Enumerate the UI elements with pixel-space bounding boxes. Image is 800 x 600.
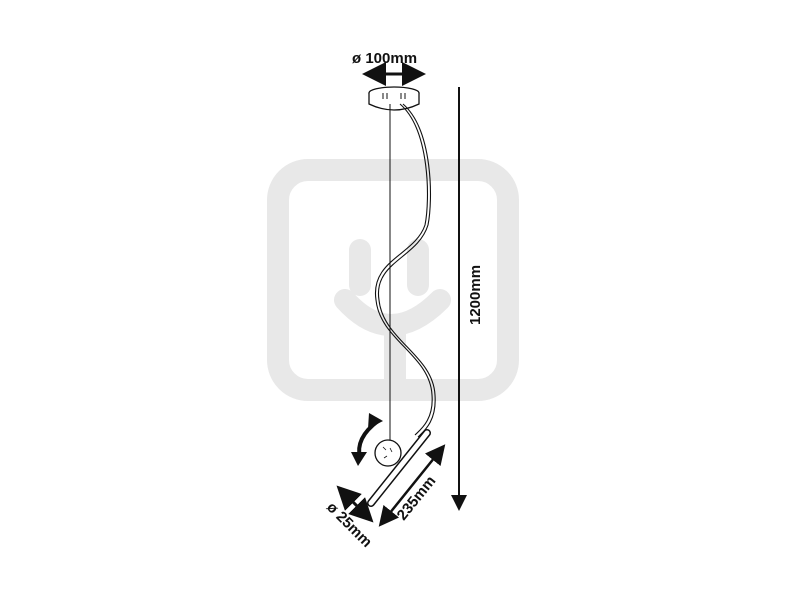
tube-diameter-arrow (336, 485, 374, 523)
ceiling-canopy (368, 86, 420, 111)
plug-logo-watermark (267, 159, 519, 401)
rotate-arrows-icon (351, 413, 383, 466)
height-label: 1200mm (467, 265, 484, 325)
canopy-diameter-label: ø 100mm (352, 50, 417, 67)
ball-joint (374, 439, 402, 467)
power-cable (375, 103, 433, 436)
tube-diameter-label: ø 25mm (323, 499, 375, 551)
tube-length-arrow (378, 444, 446, 527)
